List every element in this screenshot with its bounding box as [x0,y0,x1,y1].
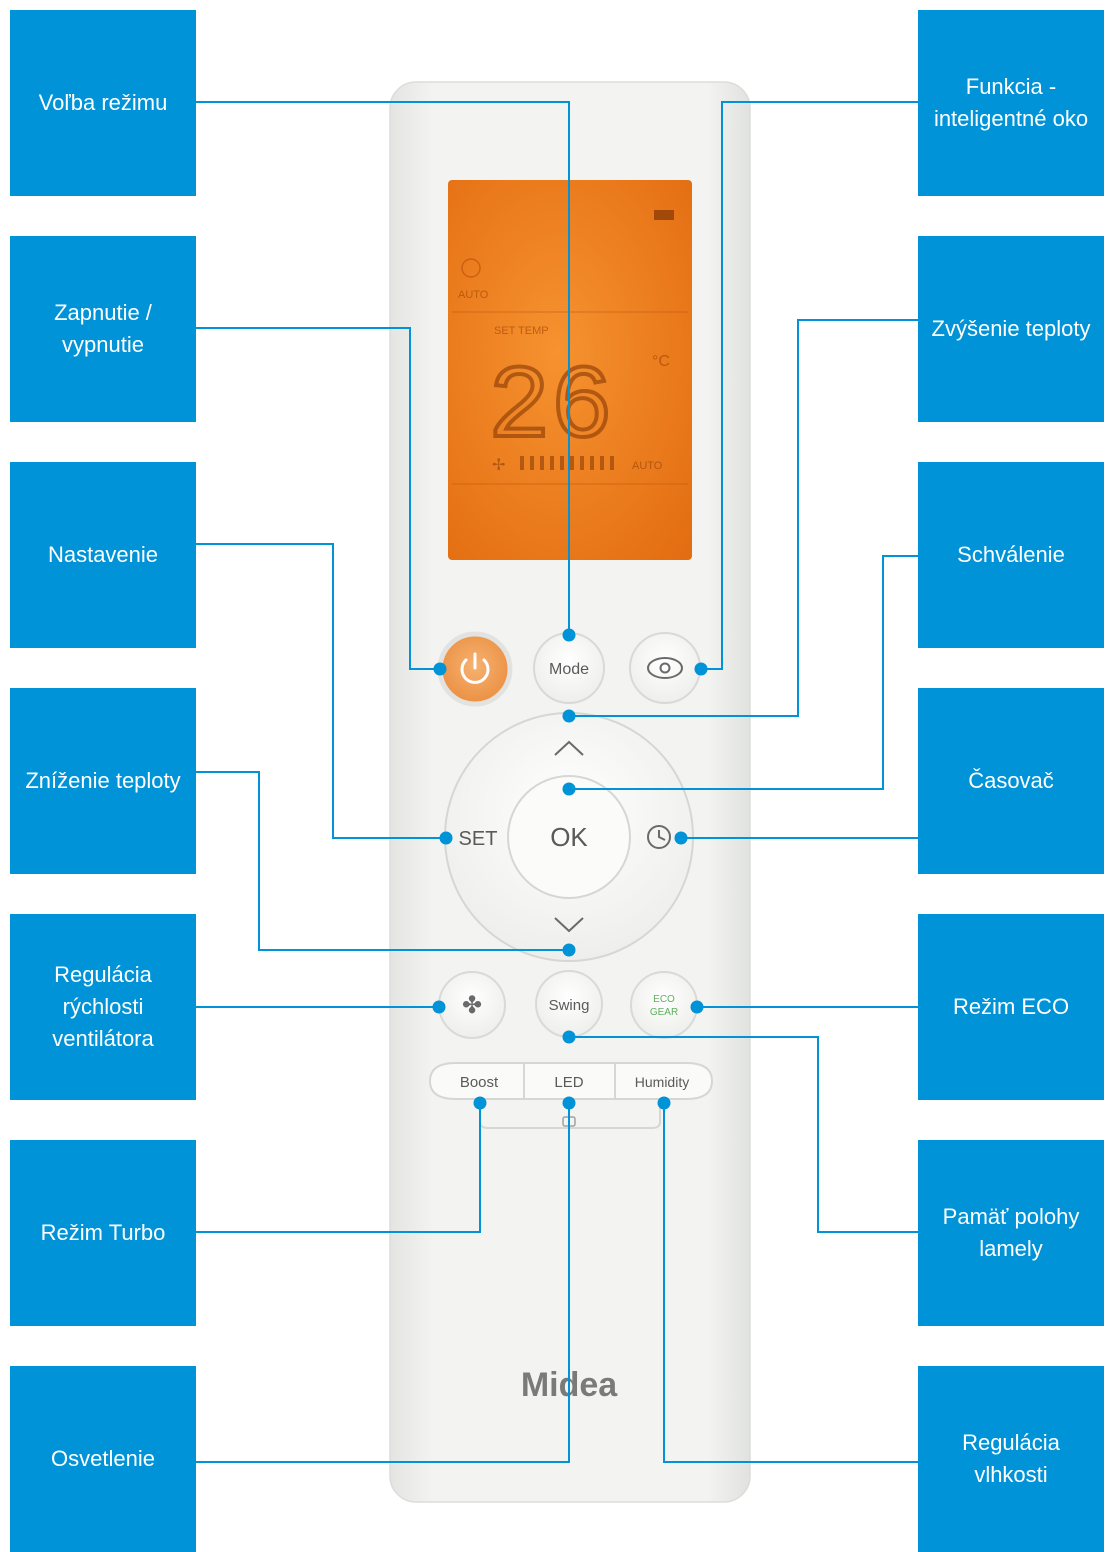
callout-timer: Časovač [918,688,1104,874]
temp-up-arrow-icon[interactable] [554,740,584,756]
callout-louver-memory: Pamäť polohy lamely [918,1140,1104,1326]
smart-eye-button[interactable] [629,632,701,704]
temp-down-arrow-icon[interactable] [554,917,584,933]
eco-button[interactable]: ECO GEAR [630,971,698,1039]
navigation-ring: SET OK [444,712,694,962]
callout-humidity: Regulácia vlhkosti [918,1366,1104,1552]
gear-label: GEAR [650,1007,678,1018]
callout-turbo: Režim Turbo [10,1140,196,1326]
humidity-button[interactable]: Humidity [635,1074,689,1090]
boost-button[interactable]: Boost [460,1074,499,1091]
power-button[interactable] [437,631,513,707]
fan-icon: ✢ [492,457,505,474]
callout-eco: Režim ECO [918,914,1104,1100]
callout-fan-speed: Regulácia rýchlosti ventilátora [10,914,196,1100]
lcd-fan-text: AUTO [632,460,663,472]
power-icon [460,658,490,684]
ok-button[interactable]: OK [507,775,631,899]
ok-button-label: OK [550,822,588,852]
lcd-set-temp-label: SET TEMP [494,325,549,337]
battery-icon [654,210,674,220]
fan-speed-button[interactable]: ✤ [438,971,506,1039]
mode-button[interactable]: Mode [533,632,605,704]
lcd-mode-text: AUTO [458,289,489,301]
callout-power: Zapnutie / vypnutie [10,236,196,422]
swing-button[interactable]: Swing [535,970,603,1038]
callout-light: Osvetlenie [10,1366,196,1552]
timer-button[interactable] [647,825,671,849]
callout-mode-select: Voľba režimu [10,10,196,196]
fan-icon: ✤ [462,992,482,1019]
auto-mode-icon [461,258,481,278]
callout-temp-down: Zníženie teploty [10,688,196,874]
callout-confirm: Schválenie [918,462,1104,648]
callout-smart-eye: Funkcia - inteligentné oko [918,10,1104,196]
fan-level-bars: ✢ [492,456,614,474]
leader-endpoints [432,628,708,1110]
led-button[interactable]: LED [554,1074,583,1091]
eco-label: ECO [653,994,675,1005]
leader-lines [196,101,928,1463]
callout-temp-up: Zvýšenie teploty [918,236,1104,422]
callout-set: Nastavenie [10,462,196,648]
set-button[interactable]: SET [459,828,498,850]
lcd-temperature: 26 [488,350,613,468]
lcd-unit: °C [652,353,670,370]
clock-icon [647,825,671,849]
swing-button-label: Swing [549,997,590,1014]
mode-button-label: Mode [549,661,589,678]
eye-icon [647,657,683,679]
